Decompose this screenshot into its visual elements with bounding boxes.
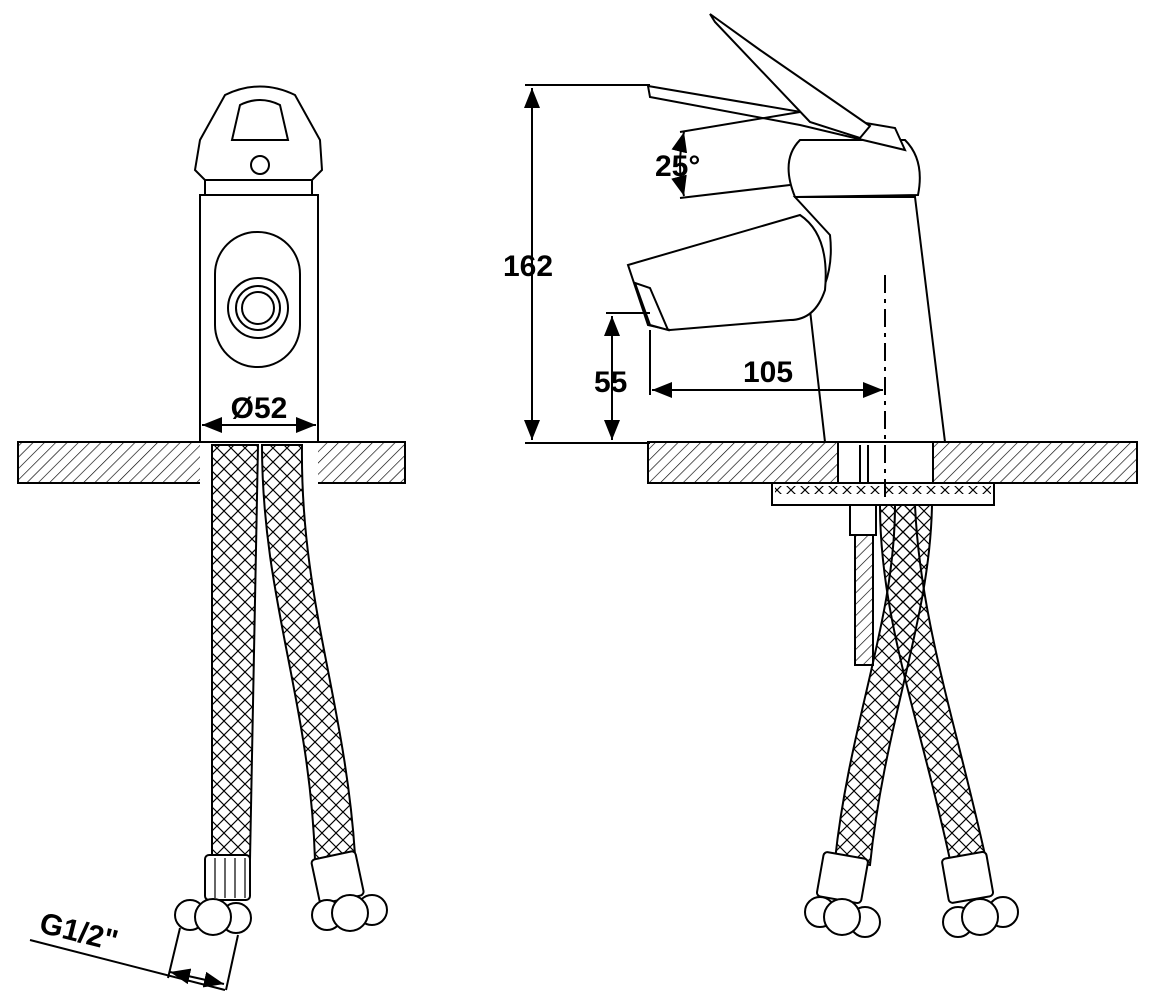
- thread-label: G1/2": [36, 907, 121, 958]
- hose-ferrule: [204, 854, 251, 901]
- mounting-nut: [849, 504, 877, 536]
- lever-handle: [646, 84, 907, 152]
- height-label: 162: [503, 250, 553, 283]
- thread-leader-line: [29, 939, 226, 991]
- front-view: Ø52 G1/2": [17, 85, 406, 991]
- hose-nut-side-right: [942, 896, 1019, 938]
- lever-angle-label: 25°: [655, 150, 700, 183]
- spout-side: [626, 213, 827, 332]
- diameter-label: Ø52: [231, 392, 288, 425]
- spout-reach-label: 105: [743, 356, 793, 389]
- angle-dimension-arc: [671, 131, 688, 197]
- side-view: 162 55 105 25°: [503, 13, 1138, 938]
- hose-left-front: [211, 444, 260, 861]
- threaded-rod: [854, 534, 874, 666]
- lever-handle-raised: [709, 13, 872, 140]
- hose-right-front: [260, 444, 357, 862]
- lever-base: [787, 139, 921, 199]
- hose-nut-left: [174, 898, 252, 936]
- hose-nut-right: [311, 894, 388, 932]
- hose-nut-side-left: [804, 896, 881, 938]
- spout-height-label: 55: [594, 366, 627, 399]
